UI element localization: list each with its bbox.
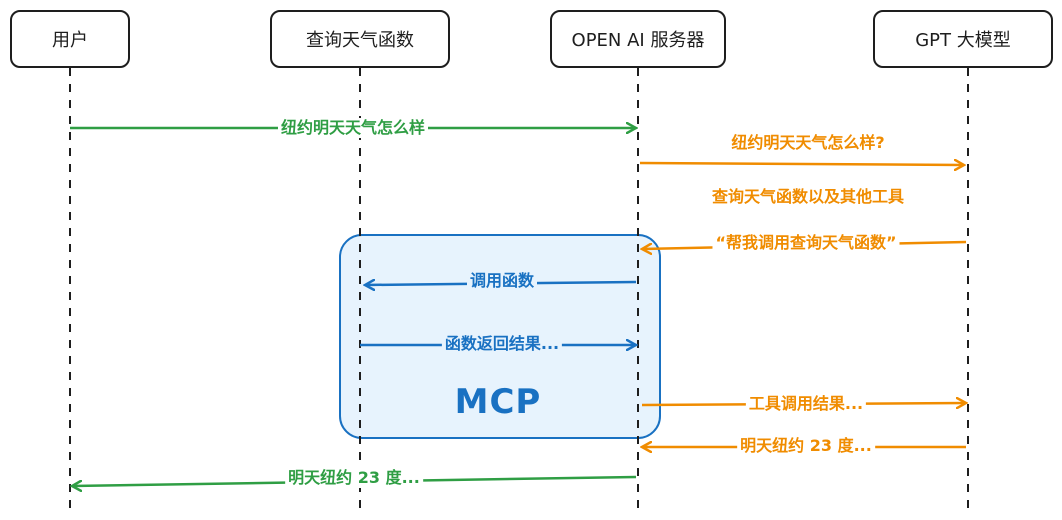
actor-weather-function: 查询天气函数 — [270, 10, 450, 68]
actor-openai-server: OPEN AI 服务器 — [550, 10, 726, 68]
actor-gpt-model: GPT 大模型 — [873, 10, 1053, 68]
message-user-question: 纽约明天天气怎么样 — [277, 118, 429, 138]
mcp-label: MCP — [454, 382, 542, 422]
message-invoke-function: 调用函数 — [466, 271, 538, 291]
message-call-request: “帮我调用查询天气函数” — [712, 233, 900, 253]
message-tools-list: 查询天气函数以及其他工具 — [711, 187, 905, 206]
message-function-result: 函数返回结果... — [441, 334, 563, 354]
message-question-forwarded: 纽约明天天气怎么样? — [731, 133, 885, 152]
message-tool-result: 工具调用结果... — [745, 394, 867, 414]
message-final-answer: 明天纽约 23 度... — [285, 468, 423, 488]
arrow-server-to-gpt — [639, 163, 964, 165]
message-model-answer: 明天纽约 23 度... — [737, 436, 875, 456]
actor-user: 用户 — [10, 10, 130, 68]
